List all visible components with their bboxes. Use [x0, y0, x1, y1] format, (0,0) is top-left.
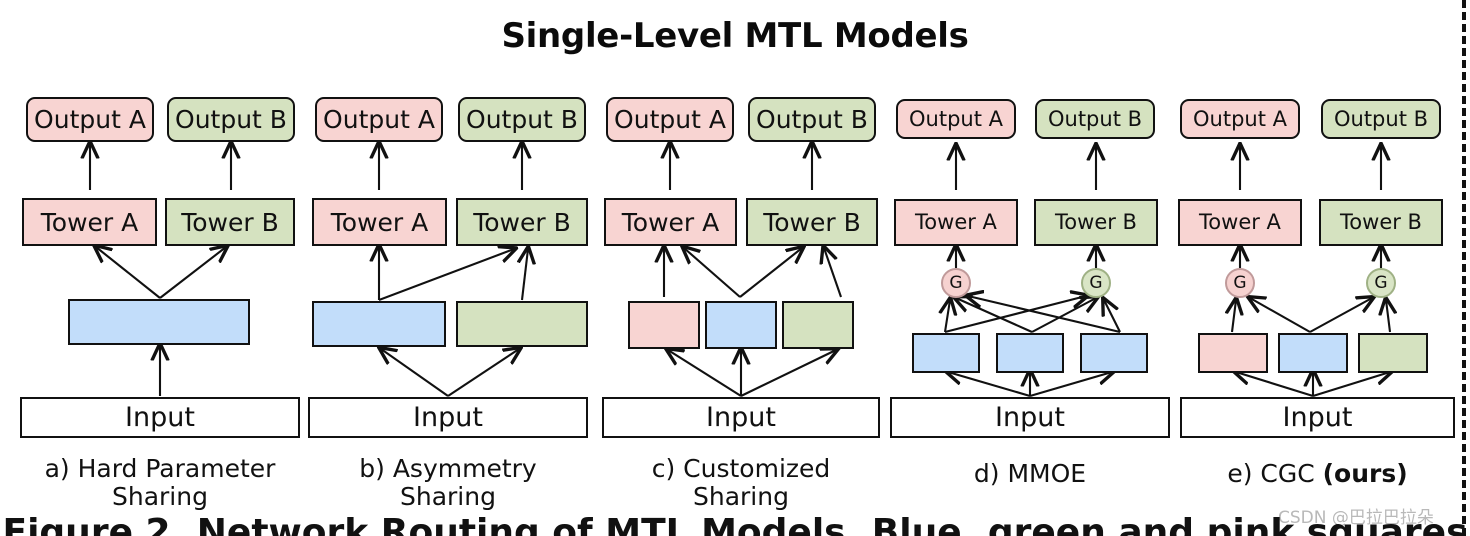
panel-c-tower-b[interactable]: Tower B [746, 198, 878, 246]
panel-e-tower-b[interactable]: Tower B [1319, 199, 1443, 246]
panel-c-expert-task-b[interactable] [782, 301, 854, 349]
panel-c-output-a[interactable]: Output A [606, 97, 734, 142]
figure-bottom-caption-cropped: Figure 2. Network Routing of MTL Models.… [2, 512, 1468, 536]
panel-e-gate-b[interactable]: G [1366, 268, 1396, 298]
panel-d-gate-a[interactable]: G [941, 268, 971, 298]
panel-a-output-b[interactable]: Output B [167, 97, 295, 142]
panel-d-expert-2[interactable] [996, 333, 1064, 373]
panel-a-caption-line1: a) Hard Parameter [44, 454, 276, 483]
panel-c-caption-line2: Sharing [693, 482, 789, 511]
panel-a-tower-b[interactable]: Tower B [165, 198, 295, 246]
figure-title: Single-Level MTL Models [501, 16, 969, 56]
panel-e-gate-a[interactable]: G [1225, 268, 1255, 298]
panel-c-output-b[interactable]: Output B [748, 97, 876, 142]
panel-b-tower-b[interactable]: Tower B [456, 198, 588, 246]
panel-e-expert-task-a[interactable] [1198, 333, 1268, 373]
panel-a-output-a[interactable]: Output A [26, 97, 154, 142]
panel-e-input[interactable]: Input [1180, 397, 1455, 438]
panel-d-tower-a[interactable]: Tower A [894, 199, 1018, 246]
panel-a-input[interactable]: Input [20, 397, 300, 438]
panel-a-tower-a[interactable]: Tower A [22, 198, 157, 246]
panel-d-expert-1[interactable] [912, 333, 980, 373]
panel-b-caption-line1: b) Asymmetry [359, 454, 537, 483]
panel-d-input[interactable]: Input [890, 397, 1170, 438]
panel-e-expert-task-b[interactable] [1358, 333, 1428, 373]
panel-b-input[interactable]: Input [308, 397, 588, 438]
panel-b-caption-line2: Sharing [400, 482, 496, 511]
panel-b-expert-task-b[interactable] [456, 301, 588, 347]
panel-c-expert-shared[interactable] [705, 301, 777, 349]
panel-e-caption-bold: (ours) [1322, 459, 1408, 488]
panel-c-caption: c) Customized Sharing [602, 455, 880, 511]
panel-c-tower-a[interactable]: Tower A [604, 198, 737, 246]
panel-e-caption: e) CGC (ours) [1180, 460, 1455, 488]
panel-e-tower-a[interactable]: Tower A [1178, 199, 1302, 246]
csdn-watermark: CSDN @巴拉巴拉朵 [1278, 508, 1434, 528]
panel-d-output-a[interactable]: Output A [896, 99, 1016, 139]
panel-c-caption-line1: c) Customized [651, 454, 831, 483]
panel-d-expert-3[interactable] [1080, 333, 1148, 373]
panel-b-expert-shared[interactable] [312, 301, 446, 347]
panel-a-caption-line2: Sharing [112, 482, 208, 511]
panel-b-output-b[interactable]: Output B [458, 97, 586, 142]
panel-e-caption-line1: e) CGC [1227, 459, 1323, 488]
panel-d-caption: d) MMOE [890, 460, 1170, 488]
panel-d-output-b[interactable]: Output B [1035, 99, 1155, 139]
panel-d-gate-b[interactable]: G [1081, 268, 1111, 298]
panel-d-caption-line1: d) MMOE [973, 459, 1087, 488]
panel-a-caption: a) Hard Parameter Sharing [20, 455, 300, 511]
panel-b-caption: b) Asymmetry Sharing [308, 455, 588, 511]
panel-e-expert-shared[interactable] [1278, 333, 1348, 373]
panel-a-expert-shared[interactable] [68, 299, 250, 345]
panel-b-tower-a[interactable]: Tower A [312, 198, 447, 246]
panel-e-output-a[interactable]: Output A [1180, 99, 1300, 139]
panel-c-expert-task-a[interactable] [628, 301, 700, 349]
panel-d-tower-b[interactable]: Tower B [1034, 199, 1158, 246]
panel-c-input[interactable]: Input [602, 397, 880, 438]
crop-boundary-divider [1462, 0, 1466, 536]
panel-e-output-b[interactable]: Output B [1321, 99, 1441, 139]
panel-b-output-a[interactable]: Output A [315, 97, 443, 142]
